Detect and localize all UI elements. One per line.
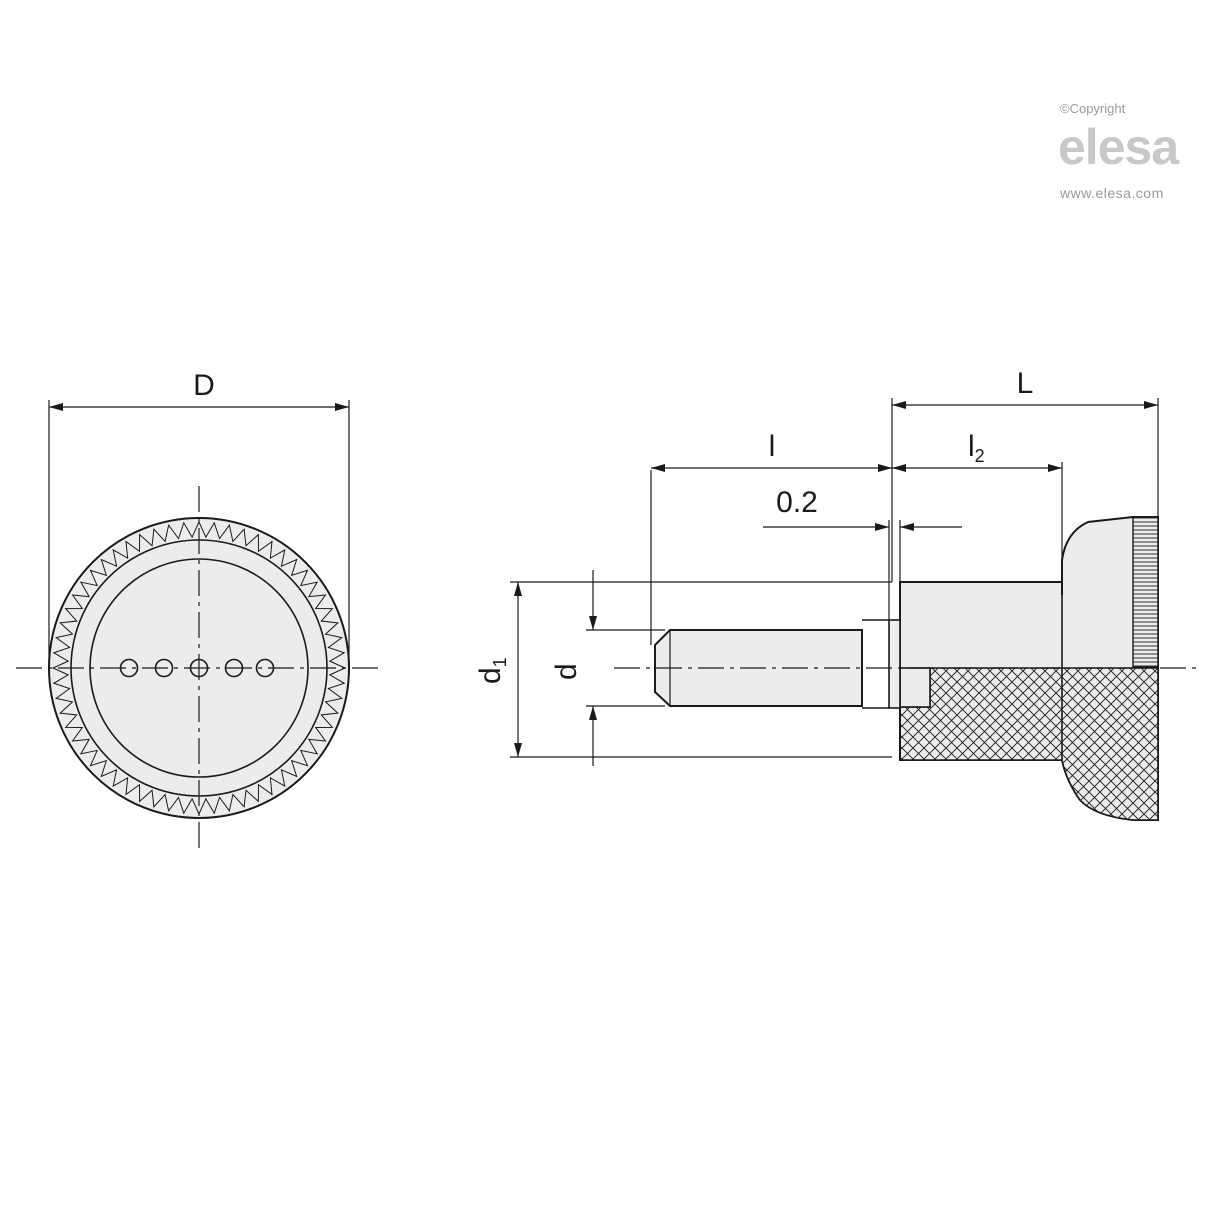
elesa-logo: elesa (1058, 119, 1180, 175)
copyright-notice: ©Copyright (1060, 101, 1126, 116)
insert-bore (899, 667, 931, 708)
dim-d1-label: d1 (474, 657, 510, 684)
knob-knurl-rim (1132, 516, 1159, 668)
knurl-zigzag (51, 520, 347, 816)
front-view: D (16, 369, 384, 852)
dim-gap-label: 0.2 (776, 486, 818, 519)
pin-shoulder (888, 619, 901, 709)
dim-d1-label-base: d (474, 667, 507, 684)
dim-d1-label-sub: 1 (490, 657, 510, 667)
dim-l2-label: l2 (968, 430, 985, 466)
dim-D-label: D (193, 369, 215, 402)
side-view: L l l2 0.2 d1 d (474, 367, 1200, 821)
knob-section-hatch (899, 667, 1159, 821)
copyright-block: ©Copyright elesa www.elesa.com (1058, 101, 1181, 201)
knurl-ring (51, 520, 347, 816)
front-dots (119, 658, 275, 678)
dim-L-label: L (1017, 367, 1034, 400)
dim-l-label: l (769, 430, 776, 463)
dim-l2-label-base: l (968, 430, 975, 463)
dim-d-label: d (550, 663, 583, 680)
dim-l2-label-sub: 2 (975, 446, 985, 466)
copyright-website: www.elesa.com (1059, 185, 1164, 201)
